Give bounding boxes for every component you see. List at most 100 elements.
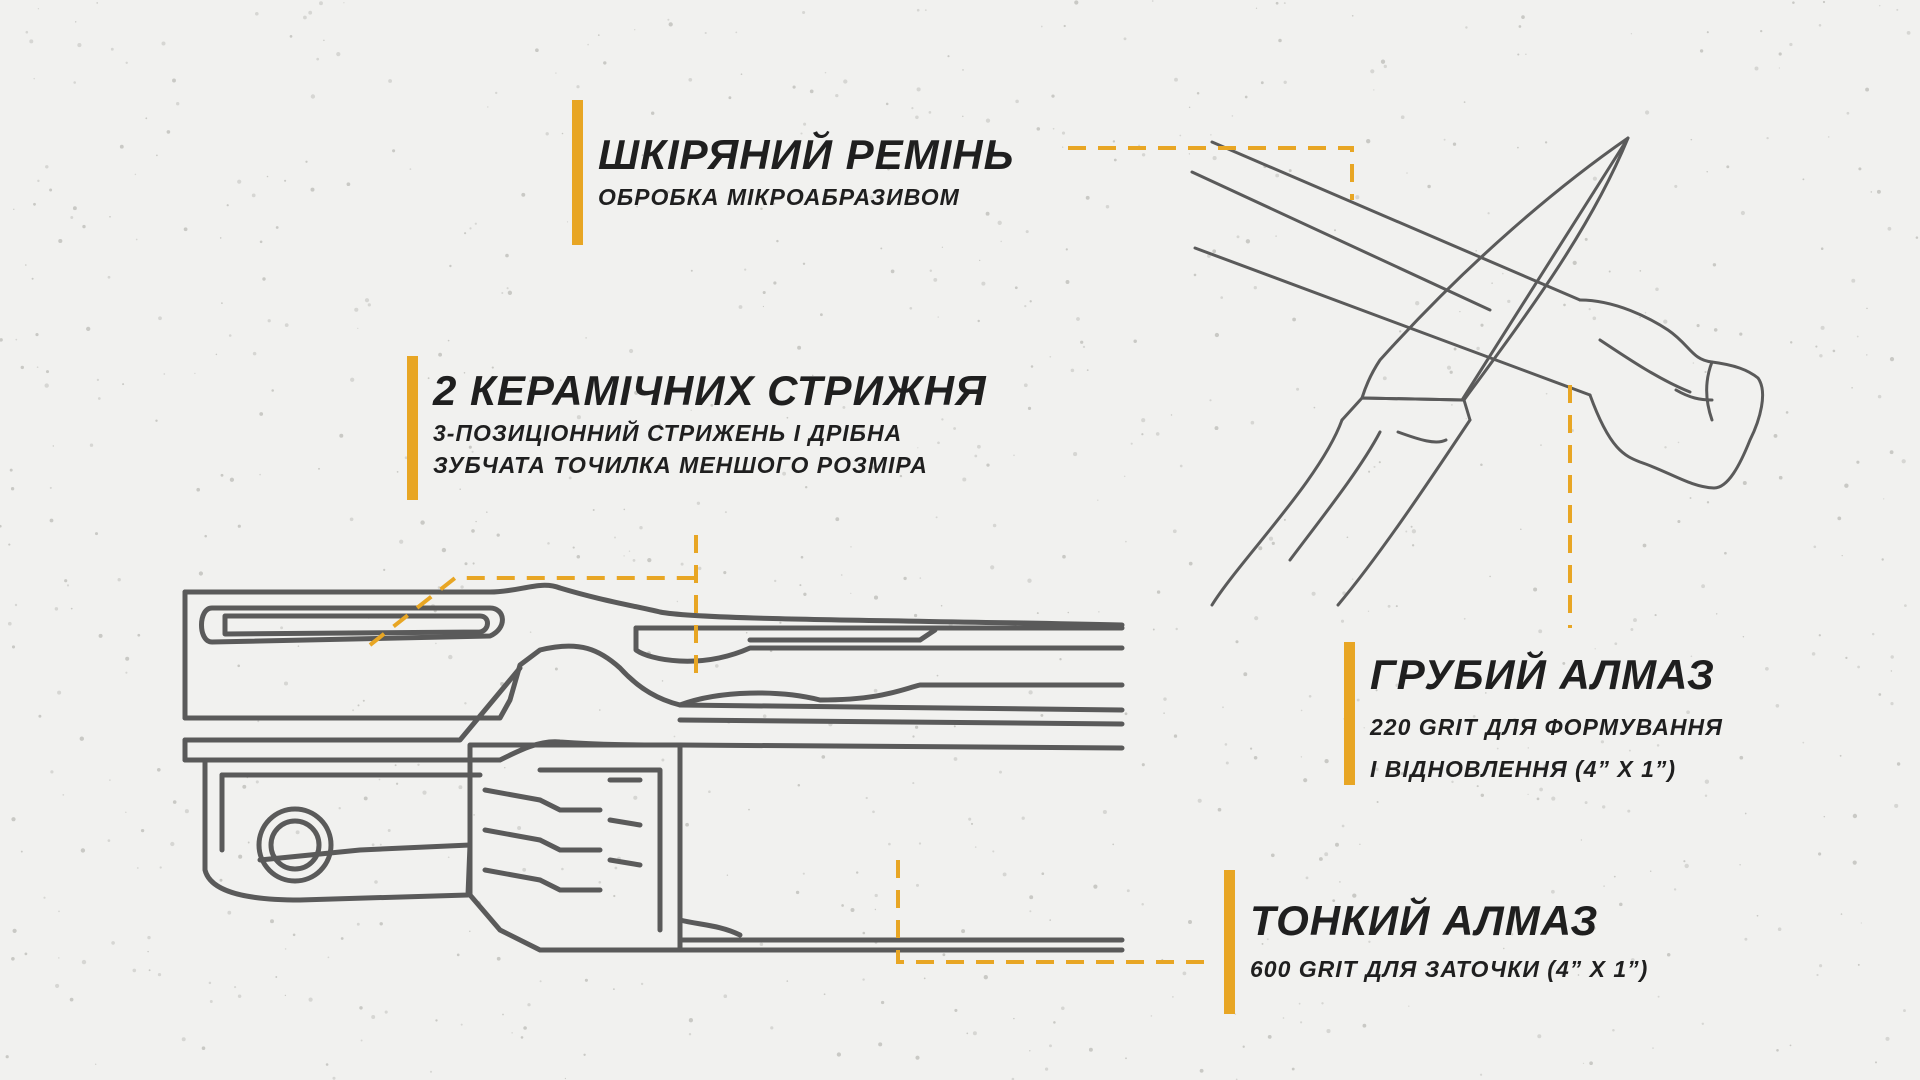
speckle — [576, 415, 581, 420]
speckle — [1188, 106, 1191, 109]
speckle — [259, 473, 261, 476]
speckle — [228, 334, 232, 337]
speckle — [1689, 497, 1692, 499]
speckle — [295, 830, 300, 835]
speckle — [226, 204, 229, 207]
speckle — [983, 975, 988, 980]
speckle — [1093, 884, 1098, 889]
speckle — [836, 1052, 842, 1057]
speckle — [1503, 947, 1505, 950]
speckle — [917, 447, 919, 449]
speckle — [850, 907, 855, 913]
speckle — [1270, 853, 1275, 858]
speckle — [919, 577, 922, 579]
sharpener-base-drawing — [182, 582, 1125, 953]
speckle — [869, 195, 874, 200]
speckle — [762, 714, 767, 718]
speckle — [1857, 665, 1860, 669]
speckle — [1073, 452, 1078, 457]
speckle — [325, 1063, 329, 1066]
speckle — [1250, 420, 1255, 425]
speckle — [220, 473, 224, 477]
speckle — [1816, 973, 1819, 977]
speckle — [1141, 418, 1146, 423]
speckle — [468, 445, 472, 449]
speckle — [1368, 940, 1371, 943]
speckle — [1399, 330, 1402, 333]
speckle — [1253, 286, 1257, 290]
speckle — [363, 796, 368, 801]
speckle — [1123, 37, 1127, 41]
speckle — [559, 379, 562, 382]
speckle — [1212, 249, 1217, 254]
speckle — [360, 1039, 363, 1042]
speckle — [872, 810, 875, 814]
speckle — [155, 419, 158, 422]
speckle — [1846, 111, 1850, 115]
speckle — [54, 607, 59, 611]
speckle — [1260, 81, 1264, 85]
speckle — [800, 555, 804, 559]
speckle — [1527, 747, 1530, 749]
speckle — [585, 337, 587, 339]
speckle — [1378, 461, 1381, 464]
speckle — [284, 179, 287, 182]
speckle — [1155, 432, 1160, 436]
speckle — [1619, 902, 1623, 907]
speckle — [974, 846, 977, 848]
speckle — [1589, 1061, 1593, 1066]
speckle — [1124, 712, 1128, 716]
speckle — [327, 956, 330, 959]
speckle — [640, 982, 644, 986]
callout-description-line-2: І ВІДНОВЛЕННЯ (4” X 1”) — [1370, 756, 1677, 782]
speckle — [629, 348, 634, 354]
speckle — [583, 1053, 586, 1056]
speckle — [117, 578, 121, 582]
speckle — [1627, 809, 1631, 813]
speckle — [172, 78, 176, 83]
speckle — [136, 867, 139, 869]
speckle — [1271, 541, 1275, 545]
speckle — [20, 365, 25, 370]
speckle — [94, 532, 99, 536]
speckle — [148, 969, 151, 972]
speckle — [1612, 1028, 1615, 1032]
speckle — [599, 709, 601, 711]
speckle — [1410, 525, 1413, 528]
speckle — [219, 878, 223, 882]
speckle — [1341, 824, 1345, 828]
speckle — [1487, 212, 1490, 215]
speckle — [1479, 1073, 1483, 1076]
speckle — [1841, 554, 1843, 557]
speckle — [271, 389, 274, 392]
speckle — [962, 115, 964, 118]
speckle — [227, 910, 232, 915]
speckle — [1630, 33, 1633, 35]
speckle — [158, 316, 162, 321]
callout-title: ШКІРЯНИЙ РЕМІНЬ — [598, 131, 1015, 178]
speckle — [266, 175, 269, 178]
speckle — [1533, 587, 1538, 592]
speckle — [1449, 370, 1453, 374]
speckle — [539, 980, 542, 983]
speckle — [1036, 127, 1041, 131]
speckle — [1561, 973, 1565, 978]
speckle — [395, 782, 399, 785]
speckle — [923, 977, 926, 980]
speckle — [1744, 812, 1747, 815]
speckle — [1851, 387, 1853, 389]
speckle — [1840, 913, 1843, 915]
speckle — [196, 487, 201, 492]
speckle — [1644, 110, 1650, 115]
speckle — [1684, 863, 1689, 869]
speckle — [696, 501, 701, 505]
speckle — [940, 604, 943, 607]
speckle — [1268, 536, 1274, 541]
speckle — [1235, 640, 1239, 644]
speckle — [1701, 1022, 1705, 1026]
speckle — [119, 144, 124, 149]
speckle — [760, 207, 763, 211]
speckle — [970, 822, 974, 825]
speckle — [673, 735, 676, 738]
speckle — [1704, 371, 1707, 373]
